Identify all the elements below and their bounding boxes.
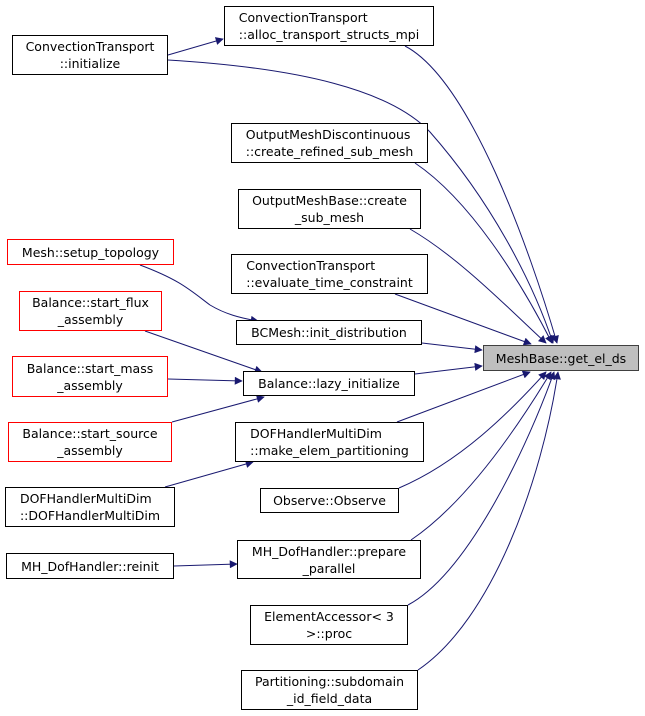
node-label: ::alloc_transport_structs_mpi	[238, 27, 420, 42]
node-label: Balance::start_source	[22, 426, 158, 441]
node-ct-initialize[interactable]: ConvectionTransport::initialize	[12, 35, 168, 75]
edge-evaluate-to-get-el-ds	[394, 293, 532, 346]
node-label: BCMesh::init_distribution	[251, 325, 407, 340]
edge-initialize-to-alloc	[167, 37, 224, 56]
node-balance-start-flux[interactable]: Balance::start_flux_assembly	[19, 291, 162, 331]
node-label: DOFHandlerMultiDim	[19, 491, 152, 506]
node-element-accessor[interactable]: ElementAccessor< 3>::proc	[250, 605, 408, 645]
node-label: MeshBase::get_el_ds	[495, 350, 627, 366]
edge-start-source-to-lazy	[171, 395, 265, 423]
node-balance-lazy[interactable]: Balance::lazy_initialize	[243, 371, 415, 396]
node-observe[interactable]: Observe::Observe	[260, 488, 399, 513]
node-label: _assembly	[57, 312, 124, 327]
node-label: ConvectionTransport	[246, 258, 376, 273]
node-label: ConvectionTransport	[25, 39, 155, 54]
node-label: OutputMeshDiscontinuous	[245, 127, 411, 142]
node-label: ::make_elem_partitioning	[250, 443, 409, 458]
node-label: MH_DofHandler::prepare	[251, 543, 407, 559]
node-dof-make-elem[interactable]: DOFHandlerMultiDim::make_elem_partitioni…	[235, 422, 424, 462]
node-bcmesh-init[interactable]: BCMesh::init_distribution	[236, 320, 422, 345]
node-mh-reinit[interactable]: MH_DofHandler::reinit	[6, 553, 174, 579]
edge-refined-to-get-el-ds	[414, 162, 553, 344]
node-label: OutputMeshBase::create	[252, 193, 407, 208]
node-partitioning[interactable]: Partitioning::subdomain_id_field_data	[241, 670, 418, 710]
edge-element-accessor-to-get-el-ds	[407, 371, 556, 606]
node-meshbase-get-el-ds: MeshBase::get_el_ds	[483, 345, 639, 371]
edge-dof-ctor-to-make-elem	[164, 460, 254, 488]
node-dof-ctor[interactable]: DOFHandlerMultiDim::DOFHandlerMultiDim	[5, 487, 175, 527]
node-label: ::create_refined_sub_mesh	[245, 144, 414, 159]
node-label: Balance::lazy_initialize	[258, 376, 400, 391]
node-label: DOFHandlerMultiDim	[250, 426, 382, 441]
node-mesh-setup-topology[interactable]: Mesh::setup_topology	[7, 239, 174, 265]
edge-create-sub-mesh-to-get-el-ds	[409, 228, 547, 344]
edge-alloc-to-get-el-ds	[404, 45, 559, 344]
edge-bcmesh-to-get-el-ds	[421, 342, 483, 354]
node-mh-prepare[interactable]: MH_DofHandler::prepare_parallel	[237, 540, 421, 579]
node-omb-create-sub-mesh[interactable]: OutputMeshBase::create_sub_mesh	[238, 189, 421, 229]
edge-lazy-to-get-el-ds	[414, 362, 483, 375]
node-label: Mesh::setup_topology	[21, 244, 160, 260]
node-ct-evaluate[interactable]: ConvectionTransport::evaluate_time_const…	[231, 254, 428, 294]
node-label: ::initialize	[59, 56, 121, 71]
node-balance-start-mass[interactable]: Balance::start_mass_assembly	[12, 356, 168, 397]
node-label: ::DOFHandlerMultiDim	[19, 508, 161, 523]
node-label: >::proc	[305, 626, 353, 641]
node-omd-refined[interactable]: OutputMeshDiscontinuous::create_refined_…	[231, 123, 428, 163]
edge-setup-topology-to-bcmesh	[139, 264, 259, 324]
node-label: ::evaluate_time_constraint	[246, 275, 413, 290]
node-label: _assembly	[57, 377, 123, 393]
node-label: _sub_mesh	[294, 210, 365, 225]
node-label: Balance::start_mass	[26, 360, 154, 376]
edge-partitioning-to-get-el-ds	[417, 371, 561, 671]
node-ct-alloc[interactable]: ConvectionTransport::alloc_transport_str…	[224, 6, 434, 46]
edge-reinit-to-prepare	[173, 560, 238, 569]
edge-make-elem-to-get-el-ds	[396, 370, 531, 423]
node-label: _parallel	[302, 560, 356, 576]
node-label: Balance::start_flux	[32, 295, 149, 310]
edge-prepare-to-get-el-ds	[410, 371, 552, 541]
node-label: _assembly	[57, 443, 123, 458]
edge-observe-to-get-el-ds	[398, 371, 547, 489]
edge-start-mass-to-lazy	[167, 376, 243, 385]
node-label: Observe::Observe	[273, 493, 386, 508]
edge-start-flux-to-lazy	[144, 330, 263, 374]
node-label: MH_DofHandler::reinit	[21, 558, 159, 574]
node-label: Partitioning::subdomain	[254, 674, 405, 689]
node-balance-start-source[interactable]: Balance::start_source_assembly	[8, 422, 172, 462]
node-label: ConvectionTransport	[238, 10, 368, 25]
node-label: ElementAccessor< 3	[264, 609, 394, 624]
edge-initialize-to-get-el-ds	[167, 59, 555, 344]
node-label: _id_field_data	[286, 691, 373, 706]
